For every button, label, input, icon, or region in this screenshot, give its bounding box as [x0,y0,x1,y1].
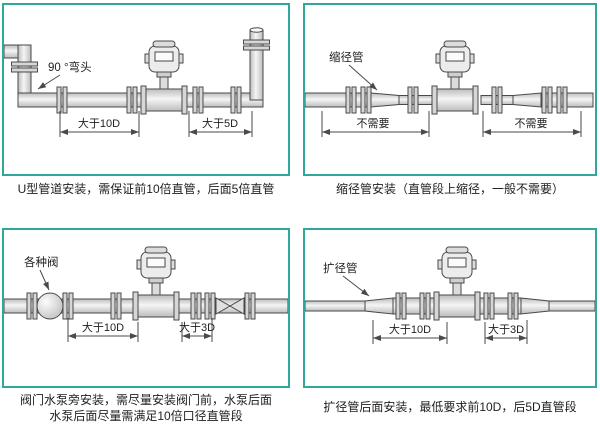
caption-line-2: 水泵后面尽量需满足10倍口径直管段 [49,409,243,423]
dimension-right-text: 大于3D [179,320,215,334]
bowtie-valve [215,297,245,315]
reducer-cone [520,297,550,315]
dimension-left-text: 大于10D [389,322,431,336]
dimension-left: 不需要 [321,111,430,137]
dimension-left: 大于10D [59,111,140,137]
dimension-right: 大于5D [188,111,253,137]
flowmeter-symbol [132,246,180,321]
diagram-u-pipe: 90 °弯头 大于10D 大于5D [3,27,270,137]
leader-arrow [348,64,378,91]
dimension-left-text: 大于10D [82,320,124,334]
pipe-end-cap [249,27,264,33]
expander-cone [364,297,394,315]
expander-label: 扩径管 [323,261,370,297]
valve-label-text: 各种阀 [24,255,59,269]
elbow-label-text: 90 °弯头 [48,60,92,74]
dimension-right: 大于3D [484,320,528,344]
caption-u-pipe-installation: U型管道安装，需保证前10倍直管，后面5倍直管 [17,182,275,196]
reducer-cone [370,92,400,108]
leader-arrow [39,269,50,291]
caption-line-1: 阀门水泵旁安装，需尽量安装阀门前，水泵后面 [19,393,272,407]
reducer-label-text: 缩径管 [329,50,364,64]
caption-reducer-installation: 缩径管安装（直管段上缩径，一般不需要） [335,182,564,196]
dimension-left-text: 大于10D [78,116,120,130]
dimension-left-text: 不需要 [357,117,390,130]
flowmeter-symbol [433,246,481,321]
dimension-right: 大于3D [179,318,215,342]
reducer-label: 缩径管 [329,50,378,91]
panel-valve-pump-installation: 各种阀 大于10D 大于3D [2,228,290,388]
panel-u-pipe-installation: 90 °弯头 大于10D 大于5D [2,3,290,176]
panel-reducer-installation: 缩径管 不需要 不需要 [303,3,597,176]
diagram-reducer: 缩径管 不需要 不需要 [304,40,594,137]
dimension-right: 不需要 [482,111,582,137]
dimension-left: 大于10D [67,318,139,342]
dimension-right-text: 大于5D [202,116,238,130]
flowmeter-symbol [431,40,479,115]
dimension-right-text: 大于3D [488,322,524,336]
diagram-expander: 扩径管 大于10D 大于3D [304,246,596,344]
caption-expander-installation: 扩径管后面安装，最低要求前10D，后5D直管段 [323,400,577,414]
panel-expander-installation: 扩径管 大于10D 大于3D [303,228,597,388]
diagram-valve-pump: 各种阀 大于10D 大于3D [3,246,289,342]
expander-cone [512,92,542,108]
dimension-left: 大于10D [372,320,448,344]
leader-arrow [342,275,370,297]
flowmeter-symbol [140,40,188,115]
valve-label: 各种阀 [24,255,59,291]
expander-label-text: 扩径管 [323,261,358,275]
ball-valve [36,292,64,320]
leader-arrow [37,74,61,90]
caption-valve-pump-installation: 阀门水泵旁安装，需尽量安装阀门前，水泵后面 水泵后面尽量需满足10倍口径直管段 [2,392,290,424]
dimension-right-text: 不需要 [515,117,548,130]
elbow-label: 90 °弯头 [37,60,92,90]
